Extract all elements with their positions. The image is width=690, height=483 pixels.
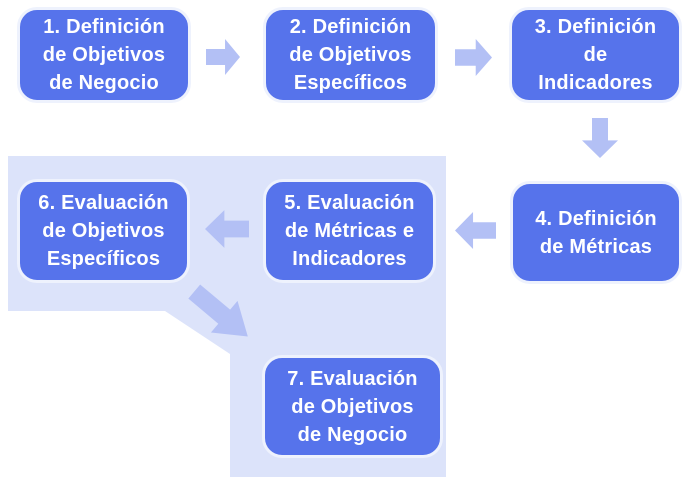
connector-3-to-4 bbox=[580, 118, 620, 158]
arrow-down-icon bbox=[582, 118, 618, 158]
step-box-7: 7. Evaluación de Objetivos de Negocio bbox=[262, 355, 443, 458]
step-box-5: 5. Evaluación de Métricas e Indicadores bbox=[263, 179, 436, 283]
connector-2-to-3 bbox=[455, 37, 492, 78]
step-box-2: 2. Definición de Objetivos Específicos bbox=[263, 7, 438, 103]
arrow-left-icon bbox=[455, 212, 496, 249]
arrow-right-icon bbox=[206, 39, 240, 75]
connector-6-to-7 bbox=[179, 274, 262, 354]
step-box-6: 6. Evaluación de Objetivos Específicos bbox=[17, 179, 190, 283]
arrow-down-right-icon bbox=[188, 284, 248, 337]
step-box-3: 3. Definición de Indicadores bbox=[509, 7, 682, 103]
arrow-right-icon bbox=[455, 39, 492, 76]
arrow-left-icon bbox=[205, 210, 249, 248]
step-box-1: 1. Definición de Objetivos de Negocio bbox=[17, 7, 191, 103]
connector-1-to-2 bbox=[206, 37, 240, 77]
connector-4-to-5 bbox=[455, 210, 496, 251]
step-box-4: 4. Definición de Métricas bbox=[510, 181, 682, 284]
connector-5-to-6 bbox=[205, 208, 249, 250]
